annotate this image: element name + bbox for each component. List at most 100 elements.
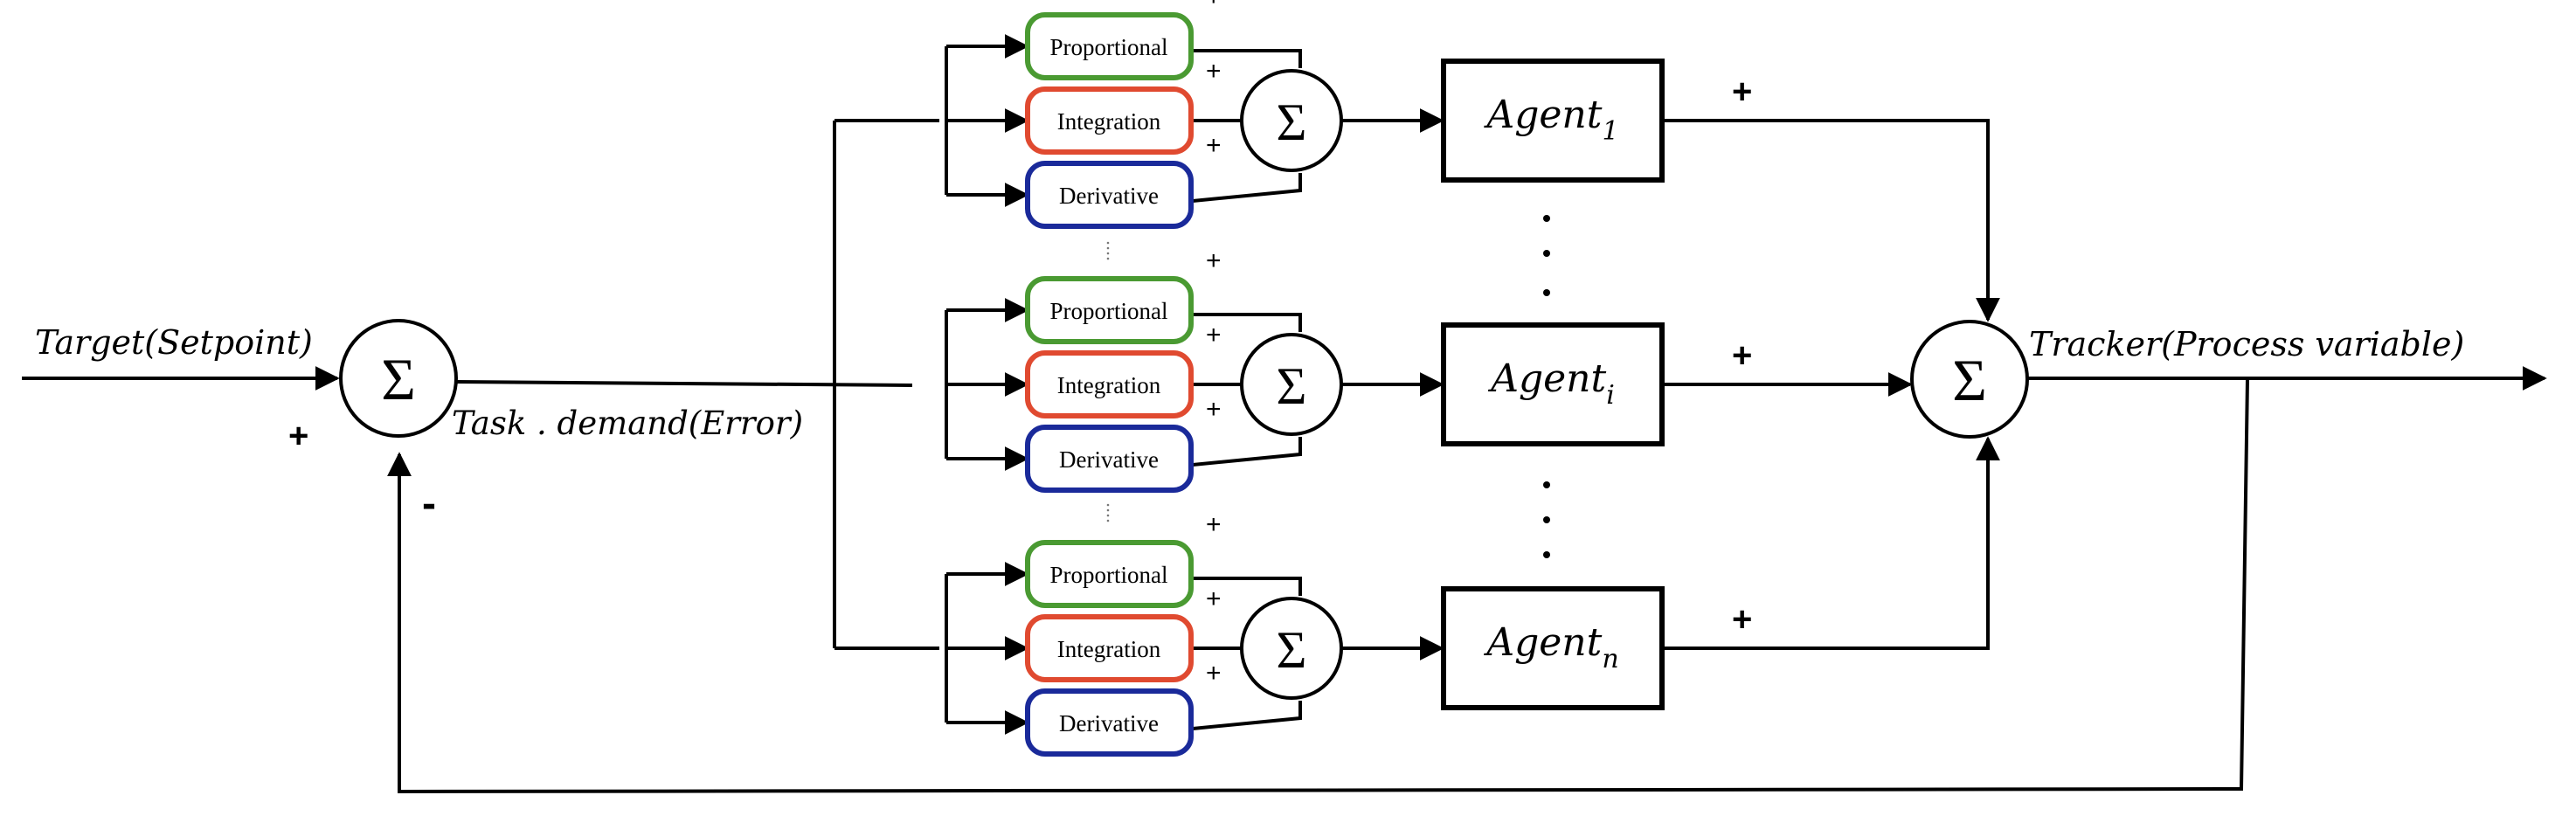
- derivative-box: [1025, 161, 1194, 229]
- output-sum-symbol: Σ: [1952, 347, 1987, 413]
- ellipsis-dot: [1543, 481, 1550, 488]
- ellipsis-dot: [1106, 508, 1110, 512]
- input-summing-junction: Σ: [339, 319, 458, 438]
- stage-wires: [945, 34, 1444, 207]
- agent-box: [1441, 586, 1665, 710]
- static-wires: [22, 119, 2547, 794]
- p-output-wire: [1193, 577, 1302, 596]
- plus-sign: +: [1206, 0, 1222, 11]
- stage-summing-junction: Σ: [1240, 333, 1343, 436]
- proportional-box: [1025, 12, 1194, 80]
- stage-sum-symbol: Σ: [1277, 93, 1307, 151]
- agent-output-plus: +: [1732, 600, 1752, 639]
- agent-output-wire: [1665, 436, 2000, 650]
- agent-block-1: Agent1: [1441, 59, 1665, 183]
- error-label: Task . demand(Error): [452, 405, 803, 442]
- ellipsis-dot: [1106, 241, 1110, 245]
- input-sum-symbol: Σ: [381, 346, 416, 412]
- proportional-label: Proportional: [1050, 34, 1168, 60]
- agent-output-path: [1665, 119, 2000, 322]
- agent-name: Agent: [1483, 620, 1602, 665]
- stage-wires: [945, 298, 1444, 471]
- proportional-block: Proportional+: [1025, 510, 1222, 608]
- ellipsis-dot: [1543, 289, 1550, 296]
- agent-output-wire: [1665, 119, 2000, 322]
- stage-sum-symbol: Σ: [1277, 357, 1307, 415]
- input-sum-circle: [339, 319, 458, 438]
- input-label: Target(Setpoint): [35, 323, 313, 362]
- ellipsis-dot: [1543, 551, 1550, 558]
- output-label: Tracker(Process variable): [2029, 325, 2464, 363]
- integration-box: [1025, 350, 1194, 418]
- proportional-box: [1025, 540, 1194, 608]
- d-output-wire: [1192, 173, 1302, 203]
- stage-summing-junction: Σ: [1240, 69, 1343, 172]
- plus-sign: +: [1206, 131, 1222, 160]
- d-output-wire: [1192, 437, 1302, 467]
- stage-summing-junction: Σ: [1240, 597, 1343, 700]
- ellipsis-dot: [1543, 516, 1550, 523]
- derivative-label: Derivative: [1059, 446, 1159, 473]
- derivative-box: [1025, 425, 1194, 493]
- controller-stage-3: Proportional+ Integration + Derivative + Σ Age…: [945, 436, 2000, 757]
- agent-subscript: 1: [1602, 116, 1618, 147]
- plus-sign: +: [1206, 57, 1222, 86]
- output-summing-junction: Σ: [1910, 320, 2029, 439]
- plus-sign: +: [1206, 510, 1222, 539]
- agent-name: Agent: [1487, 356, 1606, 401]
- ellipsis-dot: [1106, 503, 1110, 507]
- plus-sign: +: [1206, 659, 1222, 688]
- agent-name: Agent: [1483, 93, 1602, 137]
- derivative-block: Derivative +: [1025, 659, 1222, 757]
- stage-sum-circle: [1240, 69, 1343, 172]
- agent-output-path: [1665, 436, 2000, 650]
- feedback-minus-sign: -: [422, 481, 436, 527]
- ellipsis-dots: [1106, 215, 1550, 558]
- integration-block: Integration +: [1025, 57, 1222, 155]
- agent-output-plus: +: [1732, 73, 1752, 111]
- integration-label: Integration: [1057, 108, 1161, 135]
- derivative-block: Derivative +: [1025, 395, 1222, 493]
- derivative-box: [1025, 688, 1194, 757]
- stage-sum-circle: [1240, 597, 1343, 700]
- plus-sign: +: [1206, 584, 1222, 613]
- agent-subscript: i: [1606, 380, 1615, 411]
- plus-sign: +: [1206, 246, 1222, 275]
- derivative-block: Derivative+: [1025, 131, 1222, 229]
- ellipsis-dot: [1106, 519, 1110, 522]
- derivative-label: Derivative: [1059, 710, 1159, 736]
- agent-block-n: Agentn: [1441, 586, 1665, 710]
- ellipsis-dot: [1543, 215, 1550, 222]
- feedback-loop: [387, 377, 2249, 794]
- integration-box: [1025, 86, 1194, 155]
- agent-box: [1441, 59, 1665, 183]
- stage-sum-circle: [1240, 333, 1343, 436]
- proportional-label: Proportional: [1050, 298, 1168, 324]
- integration-box: [1025, 614, 1194, 682]
- ellipsis-dot: [1543, 250, 1550, 257]
- integration-label: Integration: [1057, 636, 1161, 662]
- agent-output-plus: +: [1732, 336, 1752, 375]
- agent-subscript: n: [1602, 644, 1618, 674]
- integration-block: Integration +: [1025, 584, 1222, 682]
- stage-wires: [945, 562, 1444, 735]
- proportional-block: Proportional +: [1025, 0, 1222, 80]
- agent-label: Agentn: [1483, 620, 1618, 674]
- d-output-wire: [1192, 701, 1302, 730]
- p-output-wire: [1193, 49, 1302, 68]
- input-plus-sign: +: [288, 417, 308, 455]
- agent-label: Agenti: [1487, 356, 1615, 411]
- agent-box: [1441, 322, 1665, 446]
- ellipsis-dot: [1106, 252, 1110, 255]
- stage-sum-symbol: Σ: [1277, 621, 1307, 679]
- ellipsis-dot: [1106, 246, 1110, 250]
- controller-stages: Proportional + Integration + Derivative + Σ Age…: [945, 0, 2000, 757]
- plus-sign: +: [1206, 395, 1222, 424]
- integration-block: Integration+: [1025, 321, 1222, 418]
- p-output-wire: [1193, 313, 1302, 332]
- controller-stage-1: Proportional+Integration+Derivative+ΣAge…: [945, 0, 2000, 322]
- agent-label: Agent1: [1483, 93, 1618, 147]
- ellipsis-dot: [1106, 257, 1110, 260]
